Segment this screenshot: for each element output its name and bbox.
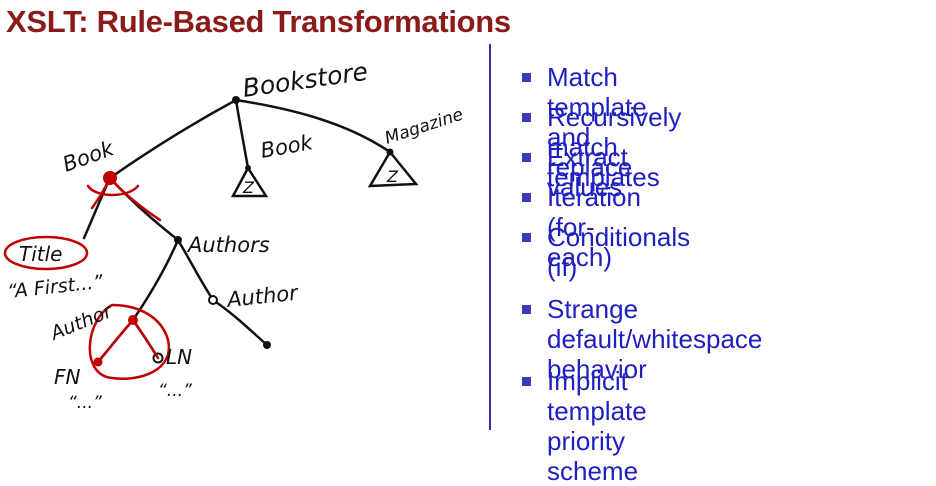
bullet-text: Match template and replace (547, 62, 647, 182)
square-bullet-icon (522, 113, 531, 122)
label-title-value: “A First...” (6, 271, 104, 303)
node-author-right-child (263, 341, 271, 349)
highlight-author-fn-ln-circle (88, 303, 171, 380)
label-author-left: Author (46, 300, 117, 346)
slide-title: XSLT: Rule-Based Transformations (6, 4, 511, 39)
node-author-left (128, 315, 138, 325)
square-bullet-icon (522, 73, 531, 82)
xml-tree-diagram: Bookstore Book Book Magazine Z Z Title “… (3, 57, 466, 413)
column-divider (489, 44, 491, 430)
highlight-book-arc (86, 184, 140, 197)
square-bullet-icon (522, 305, 531, 314)
square-bullet-icon (522, 153, 531, 162)
label-book-left: Book (60, 136, 118, 177)
highlight-book-edge-right (108, 176, 162, 222)
subtree-triangle-middle (230, 165, 269, 198)
edge-author-right-child (211, 298, 269, 347)
node-book-left (103, 171, 117, 185)
highlight-title-circle (3, 235, 89, 271)
bullet-text: Implicit template priority scheme (547, 366, 647, 486)
bullet-text: Iteration (for-each) (547, 182, 641, 272)
edge-bookstore-magazine (234, 98, 392, 154)
square-bullet-icon (522, 377, 531, 386)
edge-bookstore-book-middle (234, 98, 250, 170)
bullet-text: Extract values (547, 142, 628, 202)
label-fn-value: “...” (68, 393, 102, 413)
label-book-middle: Book (259, 130, 315, 163)
edge-bookstore-book-left (108, 98, 238, 180)
bullet-list: Match template and replace Recursively m… (522, 0, 936, 486)
label-ln: LN (166, 345, 192, 369)
node-fn (93, 357, 103, 367)
label-title: Title (19, 242, 62, 266)
highlight-author-left-fn-edge (96, 318, 135, 364)
label-ln-value: “...” (158, 381, 192, 401)
label-magazine: Magazine (382, 105, 465, 149)
node-authors (174, 236, 182, 244)
label-subtree-middle: Z (242, 178, 255, 197)
label-fn: FN (54, 365, 81, 389)
bullet-text: Recursively match templates (547, 102, 682, 192)
label-subtree-right: Z (386, 167, 399, 186)
node-magazine (386, 148, 394, 156)
node-author-right (208, 295, 218, 305)
square-bullet-icon (522, 193, 531, 202)
bullet-text: Conditionals (if) (547, 222, 691, 282)
label-author-right: Author (224, 281, 300, 313)
node-bookstore (232, 96, 240, 104)
square-bullet-icon (522, 233, 531, 242)
bullet-text: Strange default/whitespace behavior (547, 294, 763, 384)
highlight-author-left-ln-edge (131, 318, 160, 360)
label-authors: Authors (186, 233, 270, 257)
label-bookstore: Bookstore (241, 57, 370, 103)
edge-authors-author-left (131, 238, 180, 322)
subtree-triangle-right (367, 149, 419, 188)
node-book-middle (245, 165, 251, 171)
edge-authors-author-right (176, 238, 215, 302)
